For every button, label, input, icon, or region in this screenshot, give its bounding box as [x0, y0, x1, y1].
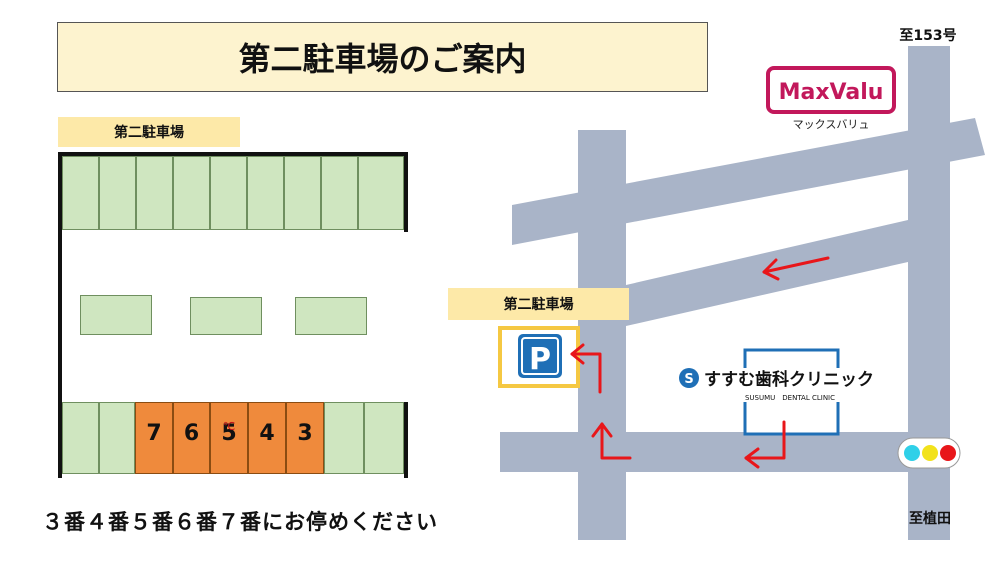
arrow-north-lower	[600, 422, 632, 460]
clinic-english-name: SUSUMU DENTAL CLINIC	[745, 394, 835, 402]
stall-reserved-6: 6	[173, 402, 210, 474]
arrow-to-parking	[570, 352, 602, 394]
road-south-label: 至植田	[909, 510, 951, 527]
arrow-head-2	[744, 447, 760, 469]
island-1	[80, 295, 152, 335]
lot-wall-top	[58, 152, 408, 156]
lot-wall-left	[58, 152, 62, 478]
stall-mark: ℃	[223, 420, 236, 433]
stall-reserved-4: 4	[248, 402, 286, 474]
maxvalu-logo-text: MaxValu	[779, 80, 884, 105]
clinic-name: すすむ歯科クリニック	[704, 369, 874, 390]
arrow-west-on-middle-road	[762, 256, 830, 274]
clinic-logo-letter: S	[684, 372, 693, 387]
stall-top-4	[173, 156, 210, 230]
stall-top-9	[358, 156, 404, 230]
stall-number: 5	[221, 421, 237, 446]
island-2	[190, 297, 262, 335]
map-parking-label: 第二駐車場	[448, 288, 629, 320]
stall-reserved-3: 3	[286, 402, 324, 474]
lot-label: 第二駐車場	[58, 117, 240, 147]
traffic-light-blue	[904, 445, 920, 461]
page-title: 第二駐車場のご案内	[57, 22, 708, 92]
parking-sign-letter: P	[529, 342, 551, 377]
clinic-label-backdrop	[700, 368, 860, 402]
stall-bottom-2	[99, 402, 135, 474]
route-arrows	[570, 256, 830, 469]
stall-bottom-9	[364, 402, 404, 474]
stall-bottom-8	[324, 402, 364, 474]
road-north-label: 至153号	[899, 28, 956, 44]
traffic-light-red	[940, 445, 956, 461]
lot-wall-right-lower	[404, 402, 408, 478]
stall-top-2	[99, 156, 136, 230]
island-3	[295, 297, 367, 335]
stall-number: 3	[297, 421, 313, 446]
stall-top-1	[62, 156, 99, 230]
stall-number: 6	[183, 421, 200, 446]
stall-reserved-7: 7	[135, 402, 173, 474]
parking-lot-diagram: 7 6 5 ℃ 4 3	[58, 152, 408, 478]
maxvalu-logo	[766, 66, 896, 114]
arrow-head-4	[570, 343, 585, 365]
maxvalu-kana: マックスバリュ	[793, 118, 870, 131]
stall-reserved-5: 5 ℃	[210, 402, 248, 474]
stall-top-6	[247, 156, 284, 230]
road-horizontal-south	[500, 432, 950, 472]
stall-top-5	[210, 156, 247, 230]
parking-sign-inner-border	[521, 337, 559, 375]
stall-bottom-1	[62, 402, 99, 474]
stall-top-7	[284, 156, 321, 230]
arrow-head-1	[762, 258, 780, 281]
traffic-light-yellow	[922, 445, 938, 461]
parking-instruction: ３番４番５番６番７番にお停めください	[42, 510, 438, 534]
road-diagonal-north	[512, 118, 985, 245]
arrow-head-3	[591, 422, 613, 438]
stall-top-8	[321, 156, 358, 230]
clinic-logo-icon	[679, 368, 699, 388]
parking-sign-icon	[518, 334, 562, 378]
stall-top-3	[136, 156, 173, 230]
arrow-from-clinic	[744, 420, 786, 460]
stall-number: 4	[259, 421, 275, 446]
stall-number: 7	[146, 421, 162, 446]
area-map: P MaxValu マックスバリュ S すすむ歯科クリニック SUSUMU DE…	[498, 28, 985, 540]
lot-wall-right-upper	[404, 152, 408, 232]
